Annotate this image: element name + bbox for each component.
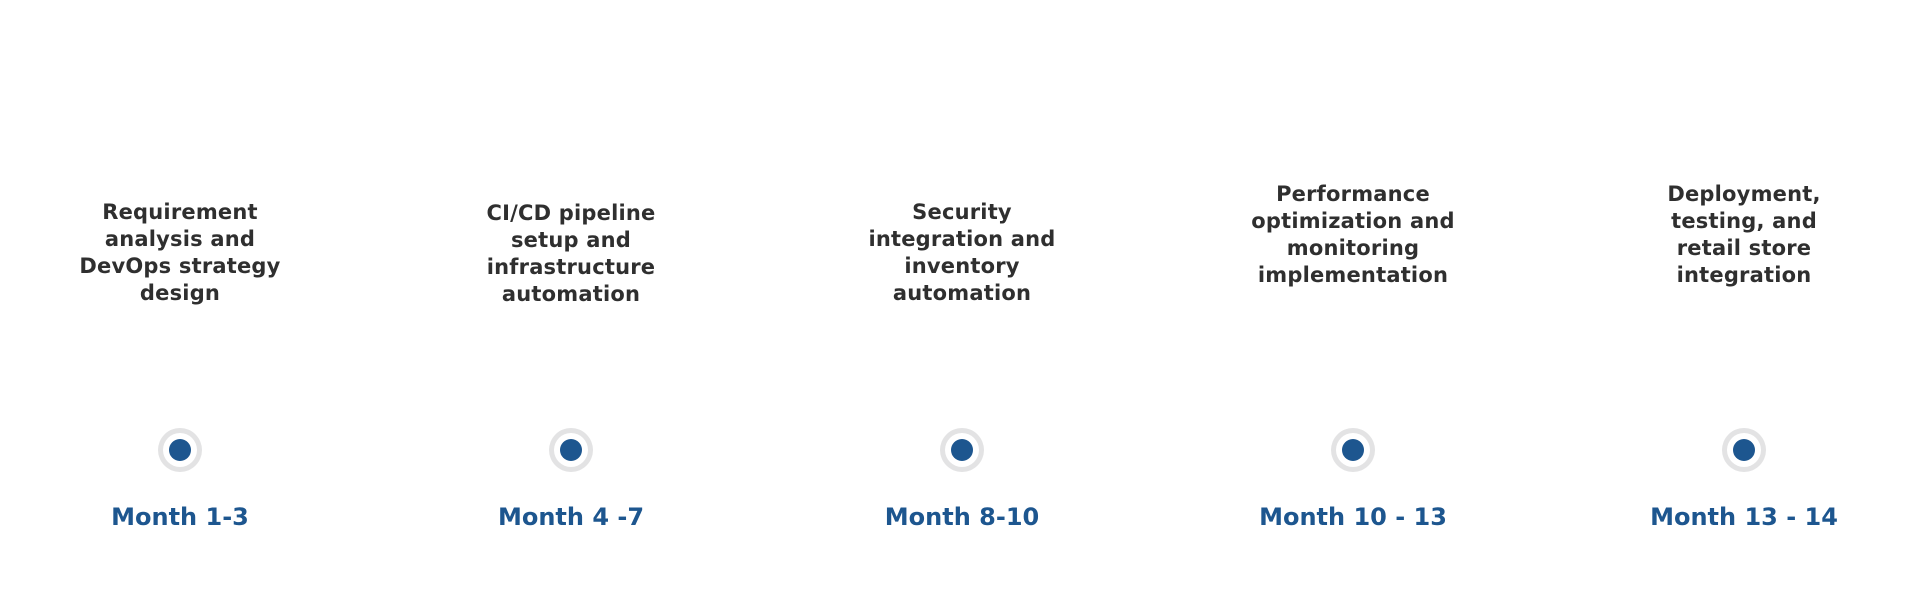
timeline-marker-icon bbox=[158, 428, 202, 472]
description-line: retail store bbox=[1676, 236, 1812, 260]
description-line: Deployment, bbox=[1667, 182, 1821, 206]
milestone-description: Requirement analysis and DevOps strategy… bbox=[50, 199, 310, 307]
description-line: implementation bbox=[1257, 263, 1449, 287]
description-line: monitoring bbox=[1286, 236, 1420, 260]
milestone-period: Month 4 -7 bbox=[497, 503, 645, 531]
timeline-marker-icon bbox=[1331, 428, 1375, 472]
description-line: Performance bbox=[1276, 182, 1430, 206]
milestone-3: Security integration and inventory autom… bbox=[832, 0, 1092, 611]
milestone-description: Performance optimization and monitoring … bbox=[1223, 181, 1483, 289]
description-line: CI/CD pipeline bbox=[486, 201, 656, 225]
description-line: infrastructure bbox=[486, 255, 656, 279]
milestone-2: CI/CD pipeline setup and infrastructure … bbox=[441, 0, 701, 611]
description-line: setup and bbox=[510, 228, 632, 252]
milestone-period: Month 8-10 bbox=[884, 503, 1040, 531]
marker-dot bbox=[169, 439, 191, 461]
description-line: automation bbox=[501, 282, 641, 306]
description-line: Security bbox=[912, 200, 1012, 224]
description-line: automation bbox=[892, 281, 1032, 305]
description-line: integration and bbox=[868, 227, 1056, 251]
milestone-1: Requirement analysis and DevOps strategy… bbox=[50, 0, 310, 611]
description-line: Requirement bbox=[102, 200, 258, 224]
description-line: optimization and bbox=[1251, 209, 1455, 233]
description-line: analysis and bbox=[104, 227, 256, 251]
marker-dot bbox=[1733, 439, 1755, 461]
description-line: testing, and bbox=[1671, 209, 1817, 233]
timeline-marker-icon bbox=[940, 428, 984, 472]
description-line: design bbox=[139, 281, 221, 305]
timeline-marker-icon bbox=[549, 428, 593, 472]
marker-dot bbox=[560, 439, 582, 461]
milestone-4: Performance optimization and monitoring … bbox=[1223, 0, 1483, 611]
milestone-description: Deployment, testing, and retail store in… bbox=[1614, 181, 1874, 289]
milestone-period: Month 13 - 14 bbox=[1650, 503, 1838, 531]
marker-dot bbox=[951, 439, 973, 461]
milestone-period: Month 10 - 13 bbox=[1259, 503, 1447, 531]
milestone-description: Security integration and inventory autom… bbox=[832, 199, 1092, 307]
timeline-marker-icon bbox=[1722, 428, 1766, 472]
description-line: integration bbox=[1676, 263, 1812, 287]
milestone-period: Month 1-3 bbox=[111, 503, 249, 531]
marker-dot bbox=[1342, 439, 1364, 461]
description-line: inventory bbox=[904, 254, 1020, 278]
milestone-description: CI/CD pipeline setup and infrastructure … bbox=[441, 200, 701, 308]
milestone-5: Deployment, testing, and retail store in… bbox=[1614, 0, 1874, 611]
description-line: DevOps strategy bbox=[79, 254, 281, 278]
